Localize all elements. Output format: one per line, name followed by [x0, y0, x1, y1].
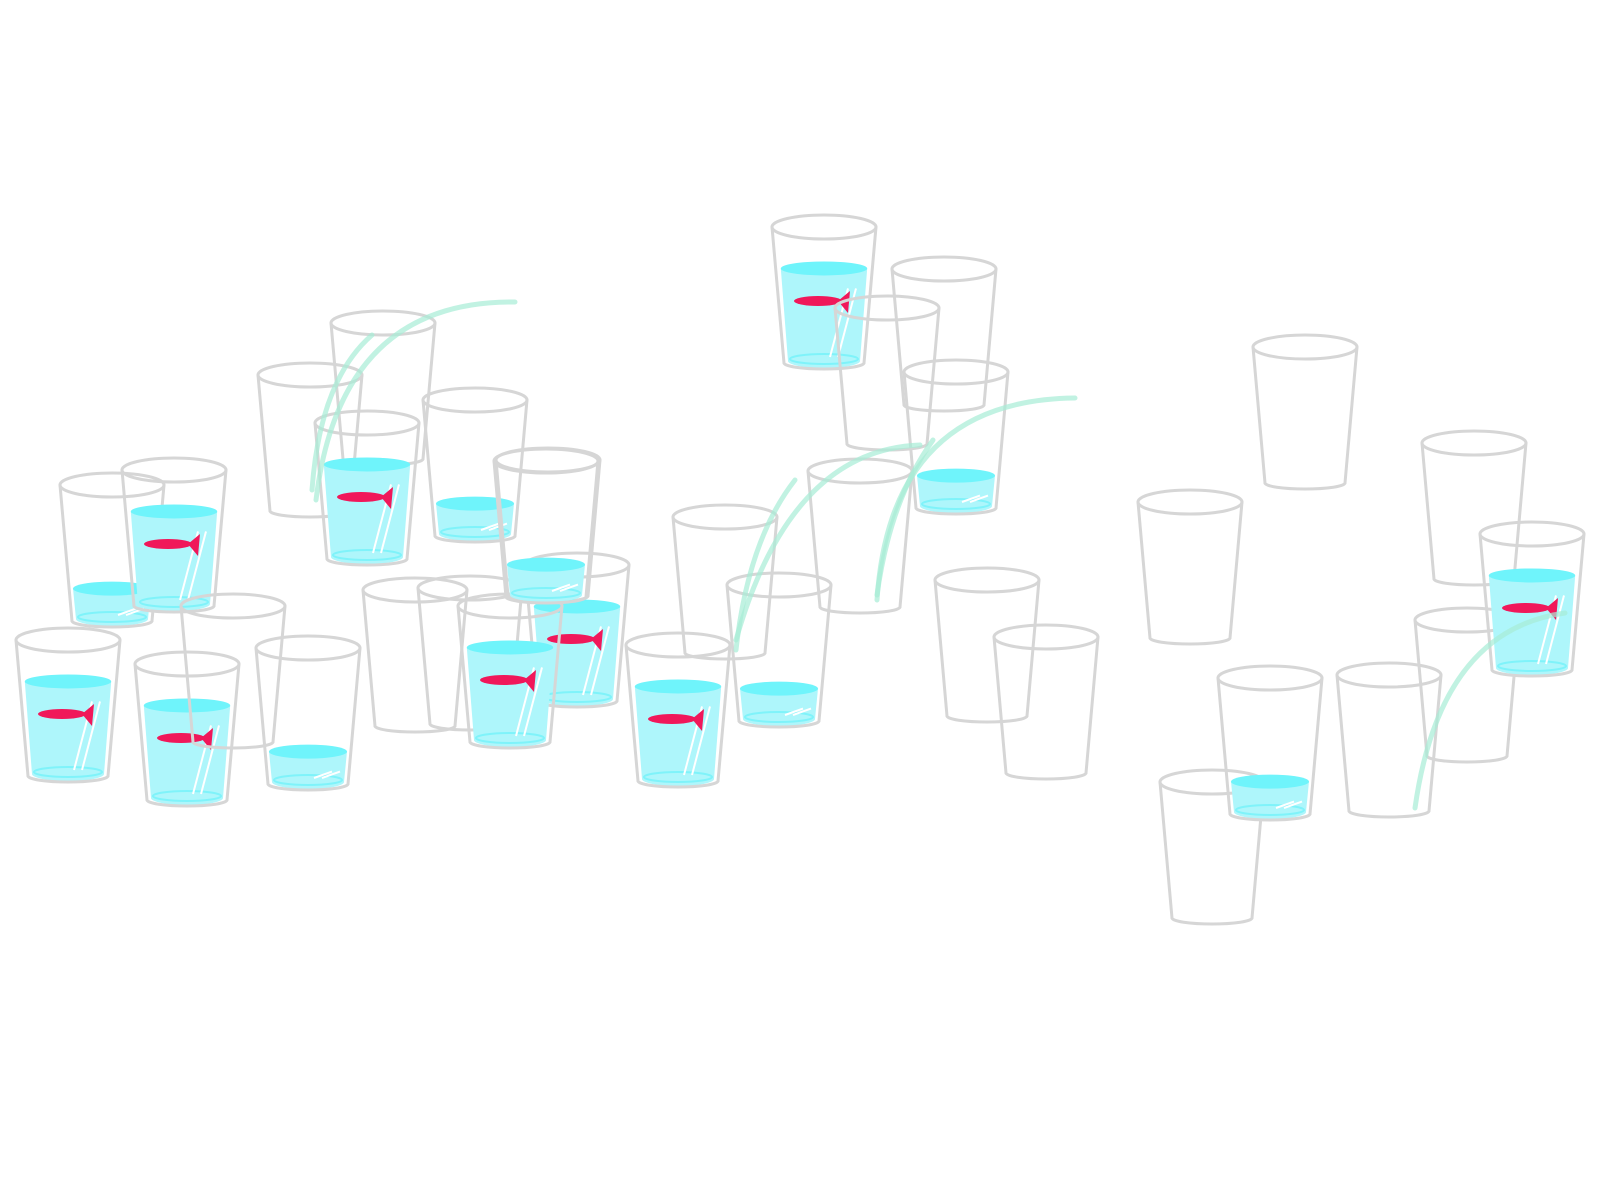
jump-trail-arc [733, 442, 923, 643]
water [1231, 774, 1309, 819]
drinking-glass-icon [1335, 661, 1443, 819]
drinking-glass-icon [1251, 333, 1359, 491]
drinking-glass-icon [313, 409, 421, 567]
water [740, 681, 818, 726]
water [507, 557, 585, 602]
drinking-glass-icon [1420, 429, 1528, 587]
drinking-glass-icon [456, 592, 564, 750]
water [323, 457, 411, 564]
drinking-glass-icon [421, 386, 529, 544]
water [143, 698, 231, 805]
jump-trail-arc [1412, 610, 1568, 811]
drinking-glass-icon [361, 576, 469, 734]
drinking-glass-icon [1478, 520, 1586, 678]
drinking-glass-icon [1158, 768, 1266, 926]
drinking-glass-icon [179, 592, 287, 750]
drinking-glass-icon [254, 634, 362, 792]
drinking-glass-icon [1216, 664, 1324, 822]
drinking-glass-icon [671, 503, 779, 661]
fish-icon [648, 709, 704, 731]
water [466, 640, 554, 747]
fish-icon [480, 670, 536, 692]
drinking-glass-icon [120, 456, 228, 614]
drinking-glass-icon [902, 358, 1010, 516]
drinking-glass-icon [890, 255, 998, 413]
jump-trail-arc [874, 437, 936, 598]
water [24, 674, 112, 781]
drinking-glass-icon [992, 623, 1100, 781]
water [917, 468, 995, 513]
water [1488, 568, 1576, 675]
water [436, 496, 514, 541]
water [269, 744, 347, 789]
fish-icon [337, 487, 393, 509]
drinking-glass-icon [14, 626, 122, 784]
drinking-glass-icon [1136, 488, 1244, 646]
jump-trails-layer [309, 299, 1568, 811]
jump-trail-arc [309, 332, 375, 493]
jump-trail-arc [313, 299, 518, 503]
drinking-glass-icon [624, 631, 732, 789]
water [634, 679, 722, 786]
drinking-glass-icon [133, 650, 241, 808]
drinking-glass-icon [492, 447, 600, 605]
drinking-glass-icon [770, 213, 878, 371]
glasses-layer [14, 213, 1586, 926]
water [130, 504, 218, 611]
fish-icon [144, 534, 200, 556]
drinking-glass-icon [725, 571, 833, 729]
drinking-glass-icon [933, 566, 1041, 724]
fish-icon [38, 704, 94, 726]
water [780, 261, 868, 368]
